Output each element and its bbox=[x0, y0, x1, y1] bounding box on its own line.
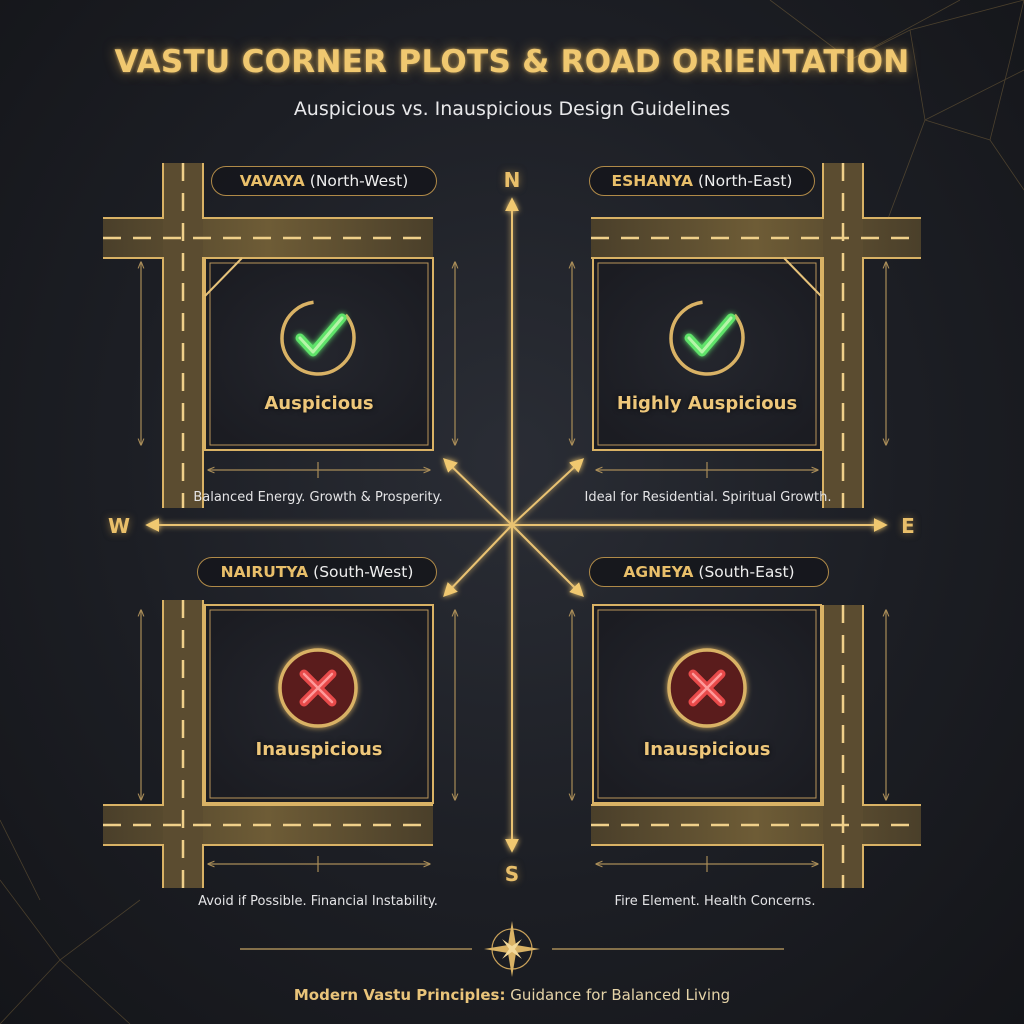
cross-icon bbox=[278, 648, 358, 728]
quadrant-direction: (North-West) bbox=[309, 172, 409, 190]
compass-west-label: W bbox=[107, 514, 131, 538]
cross-icon bbox=[667, 648, 747, 728]
quadrant-label-south-east: AGNEYA (South-East) bbox=[589, 557, 829, 587]
road-north-west bbox=[103, 163, 455, 508]
quadrant-direction: (North-East) bbox=[697, 172, 793, 190]
arrow-south-west bbox=[443, 524, 513, 598]
road-south-west bbox=[103, 600, 455, 888]
quadrant-label-north-east: ESHANYA (North-East) bbox=[589, 166, 815, 196]
status-south-east: Inauspicious bbox=[643, 739, 771, 760]
description-north-west: Balanced Energy. Growth & Prosperity. bbox=[193, 490, 443, 505]
quadrant-name: AGNEYA bbox=[623, 563, 694, 581]
footer-text: Guidance for Balanced Living bbox=[510, 986, 731, 1004]
quadrant-label-north-west: VAVAYA (North-West) bbox=[211, 166, 437, 196]
quadrant-direction: (South-West) bbox=[313, 563, 414, 581]
quadrant-name: NAIRUTYA bbox=[220, 563, 309, 581]
quadrant-name: ESHANYA bbox=[611, 172, 693, 190]
status-north-east: Highly Auspicious bbox=[616, 393, 798, 414]
description-south-west: Avoid if Possible. Financial Instability… bbox=[198, 894, 438, 909]
arrow-south-east bbox=[511, 524, 584, 597]
check-icon bbox=[280, 300, 356, 376]
compass-rose-icon bbox=[484, 921, 540, 977]
arrow-north-west bbox=[442, 458, 513, 526]
quadrant-direction: (South-East) bbox=[698, 563, 795, 581]
page-subtitle: Auspicious vs. Inauspicious Design Guide… bbox=[293, 98, 731, 120]
status-north-west: Auspicious bbox=[264, 393, 374, 414]
quadrant-name: VAVAYA bbox=[239, 172, 305, 190]
quadrant-label-south-west: NAIRUTYA (South-West) bbox=[197, 557, 437, 587]
description-south-east: Fire Element. Health Concerns. bbox=[614, 894, 816, 909]
compass-arrows bbox=[145, 197, 888, 853]
arrow-north-east bbox=[511, 458, 585, 526]
compass-south-label: S bbox=[504, 862, 520, 886]
footer-tagline: Modern Vastu Principles: Guidance for Ba… bbox=[0, 986, 1024, 1004]
compass-north-label: N bbox=[503, 168, 521, 192]
road-north-east bbox=[572, 163, 921, 508]
footer-bold-text: Modern Vastu Principles: bbox=[293, 986, 506, 1004]
compass-east-label: E bbox=[901, 514, 915, 538]
description-north-east: Ideal for Residential. Spiritual Growth. bbox=[584, 490, 832, 505]
status-south-west: Inauspicious bbox=[255, 739, 383, 760]
page-title: VASTU CORNER PLOTS & ROAD ORIENTATION bbox=[114, 44, 910, 80]
road-south-east bbox=[572, 604, 921, 888]
